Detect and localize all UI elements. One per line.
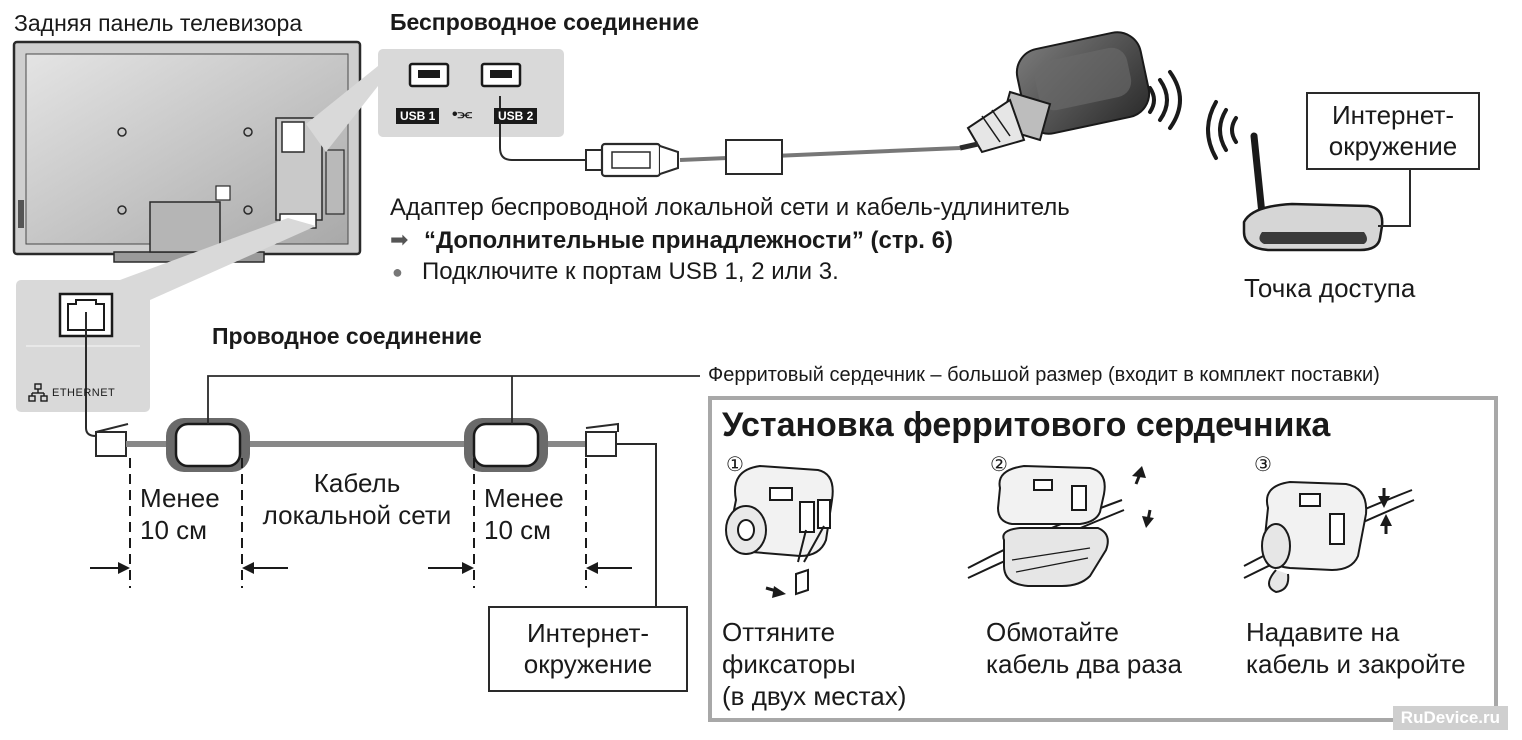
ferrite-core-right xyxy=(464,418,548,472)
access-point-router xyxy=(1206,100,1411,252)
distance-right-line2: 10 см xyxy=(484,515,552,545)
distance-right-line1: Менее xyxy=(484,483,564,513)
ferrite-core-left xyxy=(166,418,250,472)
ferrite-open-clip-illustration xyxy=(725,464,834,596)
tv-back-label: Задняя панель телевизора xyxy=(14,10,303,36)
internet-box-wired-line2: окружение xyxy=(523,649,653,680)
internet-box-wireless: Интернет- окружение xyxy=(1306,92,1480,170)
step1-caption-line2: фиксаторы xyxy=(722,649,856,679)
usb-port-note: Подключите к портам USB 1, 2 или 3. xyxy=(422,258,839,285)
lan-cable-line1: Кабель xyxy=(313,468,401,498)
wireless-signal-icon xyxy=(1148,70,1182,130)
step1-caption-line1: Оттяните xyxy=(722,617,836,647)
arrow-down-icon xyxy=(765,586,786,598)
ethernet-port-panel xyxy=(16,280,150,412)
internet-box-wired: Интернет- окружение xyxy=(488,606,688,692)
wired-heading: Проводное соединение xyxy=(212,323,482,349)
dimension-lines xyxy=(90,458,632,588)
accessories-reference: “Дополнительные принадлежности” (стр. 6) xyxy=(424,227,953,254)
wireless-lan-adapter xyxy=(959,31,1151,154)
step3-caption: Надавите на кабель и закройте xyxy=(1246,616,1466,680)
lan-cable xyxy=(85,312,657,606)
arrow-up-icon xyxy=(1380,514,1392,534)
usb-extension-cable xyxy=(499,96,961,178)
ferrite-closed-illustration xyxy=(1243,480,1415,594)
ferrite-install-frame xyxy=(708,396,1498,722)
usb2-label: USB 2 xyxy=(494,108,538,124)
distance-right-label: Менее 10 см xyxy=(484,482,564,546)
step3-number: ③ xyxy=(1254,454,1272,476)
step1-caption: Оттяните фиксаторы (в двух местах) xyxy=(722,616,906,712)
internet-box-line2: окружение xyxy=(1328,131,1458,162)
ethernet-callout-wedge xyxy=(120,218,316,300)
distance-left-line1: Менее xyxy=(140,483,220,513)
arrow-down-icon xyxy=(1378,488,1390,508)
access-point-label: Точка доступа xyxy=(1244,273,1416,303)
dimension-arrowheads xyxy=(118,562,598,574)
distance-left-label: Менее 10 см xyxy=(140,482,220,546)
step1-caption-line3: (в двух местах) xyxy=(722,681,907,711)
watermark: RuDevice.ru xyxy=(1392,706,1508,730)
internet-box-wired-line1: Интернет- xyxy=(526,618,650,648)
step3-caption-line1: Надавите на xyxy=(1246,617,1400,647)
adapter-description: Адаптер беспроводной локальной сети и ка… xyxy=(390,194,1070,221)
wireless-heading: Беспроводное соединение xyxy=(390,9,699,35)
ferrite-install-title: Установка ферритового сердечника xyxy=(722,406,1331,444)
arrow-down-icon xyxy=(1142,509,1154,528)
step2-caption-line2: кабель два раза xyxy=(986,649,1182,679)
ferrite-wrap-cable-illustration xyxy=(967,464,1125,587)
step1-number: ① xyxy=(726,454,744,476)
arrow-up-icon xyxy=(1132,466,1146,485)
lan-cable-label: Кабель локальной сети xyxy=(250,467,464,531)
step2-caption-line1: Обмотайте xyxy=(986,617,1119,647)
usb-icon: •⫘ xyxy=(452,106,473,123)
reference-arrow-icon: ➡ xyxy=(390,227,409,252)
bullet-icon: ● xyxy=(392,262,403,282)
tv-back-panel xyxy=(12,40,362,263)
internet-box-line1: Интернет- xyxy=(1331,100,1455,130)
wireless-signal-icon xyxy=(1206,100,1238,160)
distance-left-line2: 10 см xyxy=(140,515,208,545)
ethernet-label: ETHERNET xyxy=(52,387,116,399)
lan-cable-line2: локальной сети xyxy=(262,500,452,530)
step2-caption: Обмотайте кабель два раза xyxy=(986,616,1182,680)
step2-number: ② xyxy=(990,454,1008,476)
usb-callout-wedge xyxy=(306,66,378,152)
usb1-label: USB 1 xyxy=(396,108,440,124)
network-icon xyxy=(28,383,48,402)
step3-caption-line2: кабель и закройте xyxy=(1246,649,1466,679)
ferrite-leader xyxy=(207,375,700,424)
ferrite-core-note: Ферритовый сердечник – большой размер (в… xyxy=(708,364,1380,386)
